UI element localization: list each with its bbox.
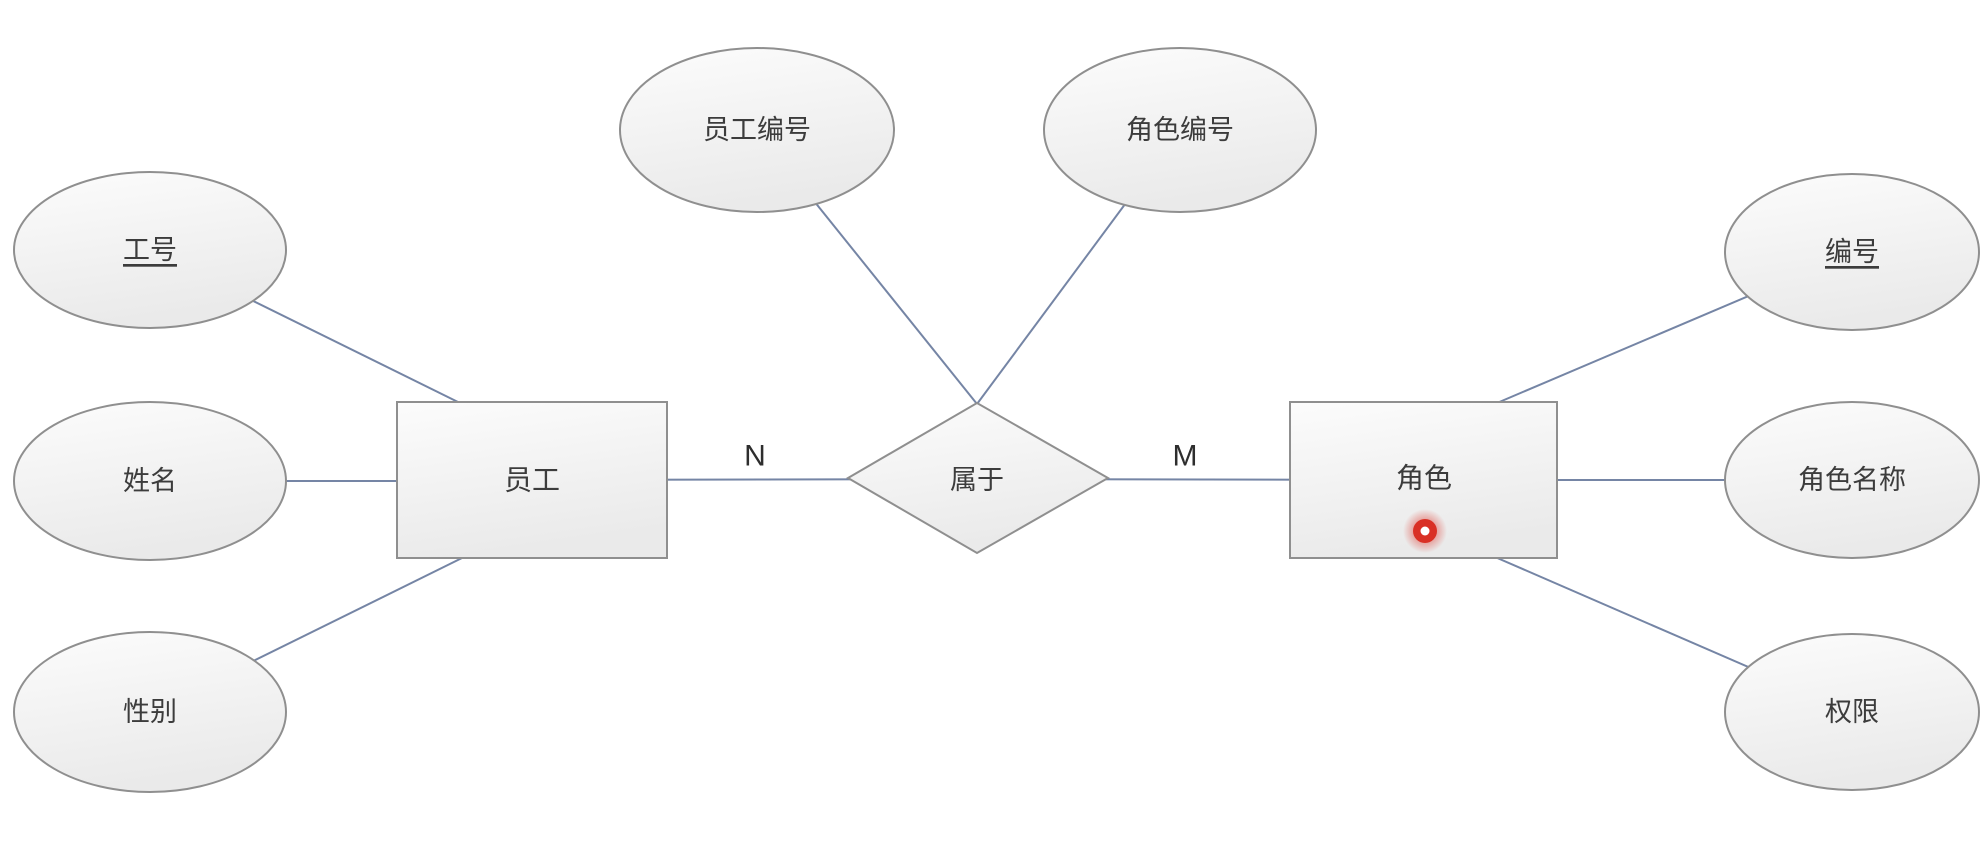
attribute-node-employee-number[interactable]: 员工编号 <box>619 47 895 213</box>
relationship-label: 属于 <box>950 465 1004 495</box>
attribute-label: 工号 <box>123 235 177 265</box>
entity-label: 员工 <box>504 465 560 496</box>
attribute-label: 角色编号 <box>1126 115 1234 145</box>
attribute-label: 员工编号 <box>703 115 811 145</box>
attribute-node-role-number[interactable]: 角色编号 <box>1043 47 1317 213</box>
cardinality-label-n: N <box>744 440 766 473</box>
attribute-label: 性别 <box>123 697 177 727</box>
cardinality-label-m: M <box>1173 440 1198 473</box>
attribute-node-permission[interactable]: 权限 <box>1724 633 1980 791</box>
entity-node-employee[interactable]: 员工 <box>396 401 668 559</box>
attribute-node-gender[interactable]: 性别 <box>13 631 287 793</box>
attribute-node-role-id[interactable]: 编号 <box>1724 173 1980 331</box>
attribute-node-role-name[interactable]: 角色名称 <box>1724 401 1980 559</box>
attribute-node-name[interactable]: 姓名 <box>13 401 287 561</box>
attribute-label: 编号 <box>1825 237 1879 267</box>
red-dot-marker-icon <box>1403 509 1447 553</box>
attribute-label: 姓名 <box>123 466 177 496</box>
attribute-node-employee-id[interactable]: 工号 <box>13 171 287 329</box>
entity-label: 角色 <box>1396 463 1452 494</box>
attribute-label: 角色名称 <box>1798 465 1906 495</box>
relationship-node-belongs-to[interactable]: 属于 <box>846 401 1111 555</box>
attribute-label: 权限 <box>1825 697 1879 727</box>
